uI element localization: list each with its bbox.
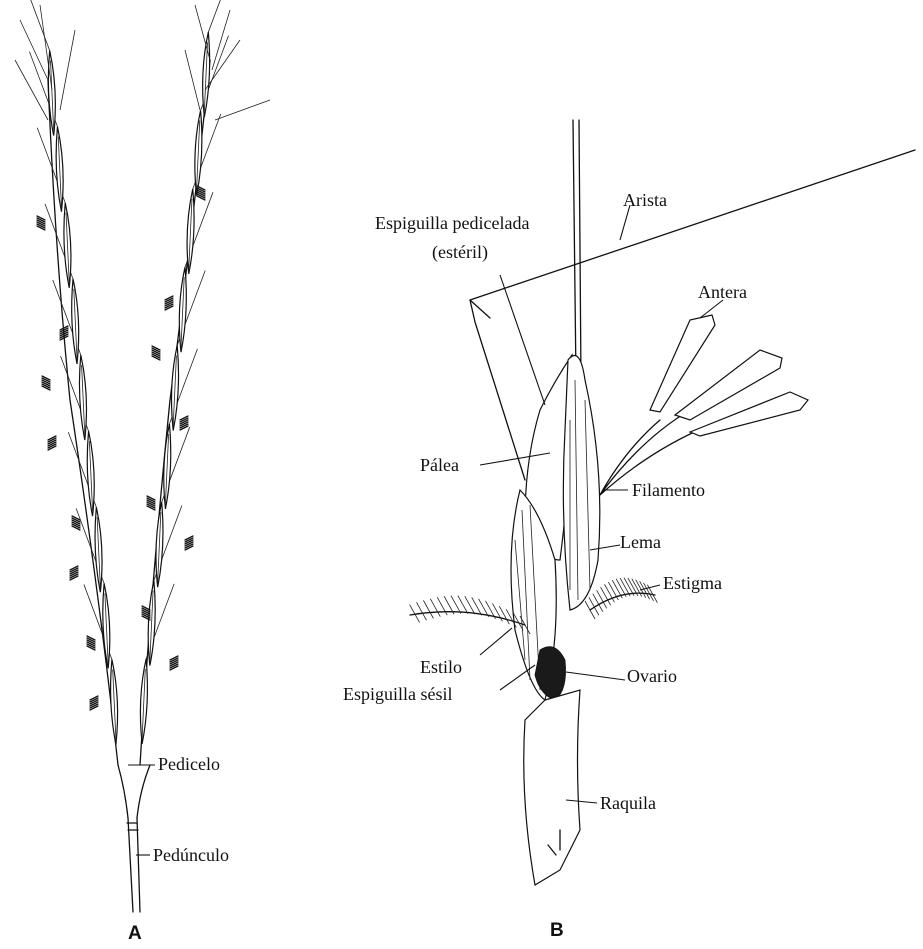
label-raquila: Raquila bbox=[600, 793, 656, 813]
label-lema: Lema bbox=[620, 532, 661, 552]
label-arista: Arista bbox=[623, 190, 667, 210]
inflorescence-drawing bbox=[15, 0, 270, 912]
spikelet-detail-drawing bbox=[128, 120, 915, 885]
panel-label-b: B bbox=[550, 920, 564, 942]
label-espiguilla-sesil: Espiguilla sésil bbox=[343, 684, 453, 704]
label-estilo: Estilo bbox=[420, 657, 462, 677]
label-pedunculo: Pedúnculo bbox=[153, 845, 229, 865]
label-pedicelo: Pedicelo bbox=[158, 754, 220, 774]
label-esteril: (estéril) bbox=[432, 242, 488, 262]
label-antera: Antera bbox=[698, 282, 747, 302]
label-ovario: Ovario bbox=[627, 666, 677, 686]
label-estigma: Estigma bbox=[663, 573, 722, 593]
label-palea: Pálea bbox=[420, 455, 459, 475]
panel-label-a: A bbox=[128, 923, 142, 945]
label-filamento: Filamento bbox=[632, 480, 705, 500]
label-espiguilla-pedicelada: Espiguilla pedicelada bbox=[375, 213, 529, 233]
